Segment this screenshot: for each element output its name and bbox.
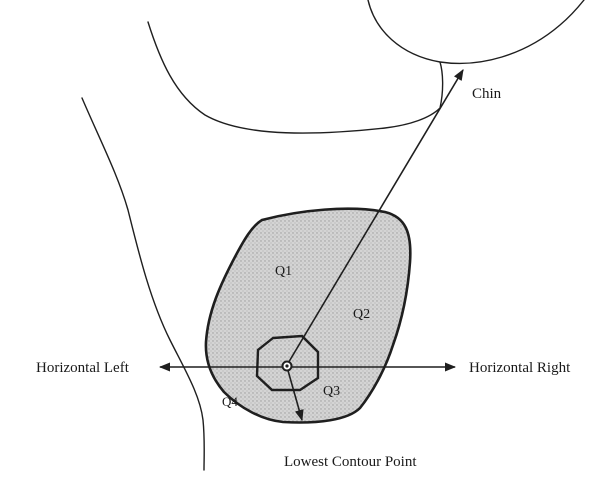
label-horizontal-left: Horizontal Left bbox=[36, 360, 130, 376]
label-q1: Q1 bbox=[275, 264, 292, 279]
label-chin: Chin bbox=[472, 86, 502, 102]
label-q3: Q3 bbox=[323, 384, 340, 399]
neck-outline bbox=[82, 98, 204, 470]
label-horizontal-right: Horizontal Right bbox=[469, 360, 571, 376]
jaw-outline bbox=[148, 22, 443, 133]
shaded-region bbox=[206, 209, 410, 423]
label-q2: Q2 bbox=[353, 307, 370, 322]
chin-outline bbox=[368, 0, 584, 63]
label-q4: Q4 bbox=[222, 394, 238, 409]
label-lowest-contour-point: Lowest Contour Point bbox=[284, 454, 417, 470]
center-dot bbox=[285, 364, 288, 367]
